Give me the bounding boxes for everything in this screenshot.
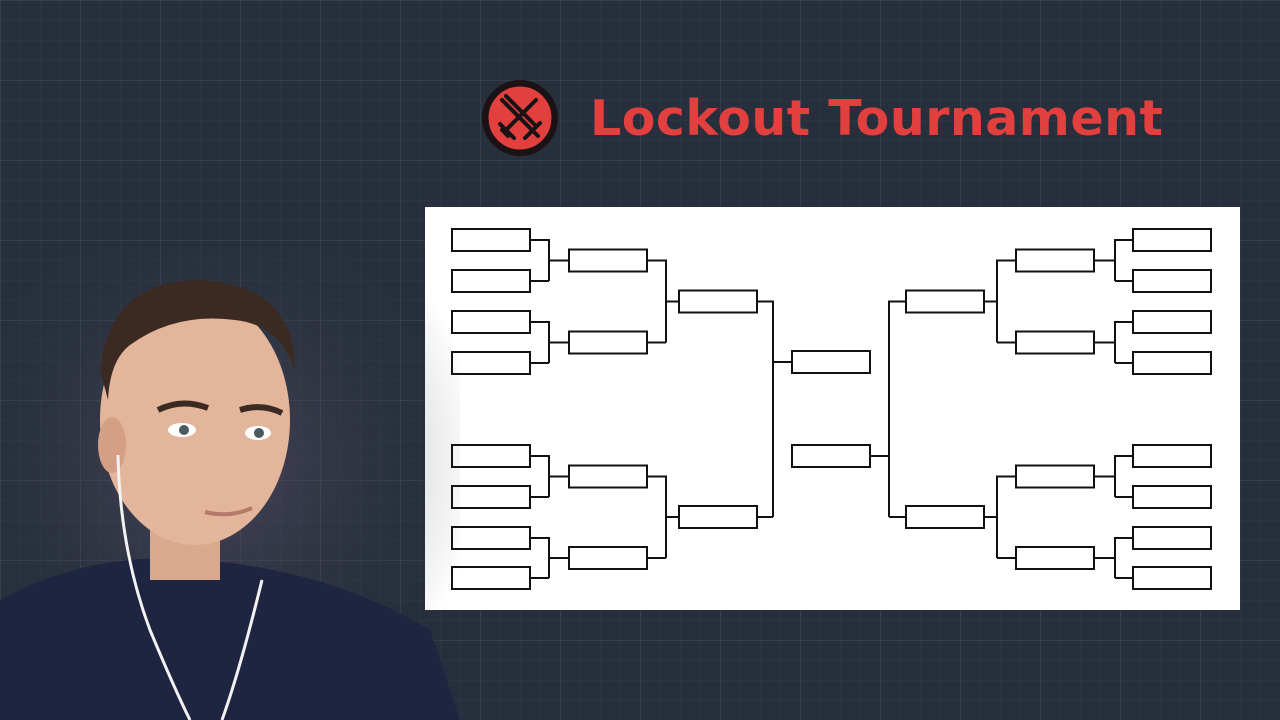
bracket-connector — [1094, 321, 1133, 364]
bracket-slot-left-sf-1[interactable] — [678, 289, 758, 314]
bracket-slot-left-r16-2[interactable] — [451, 269, 531, 293]
bracket-slot-left-qf-3[interactable] — [568, 464, 648, 489]
bracket-slot-right-sf-2[interactable] — [905, 505, 985, 529]
bracket-connector — [1094, 537, 1133, 579]
bracket-connector — [530, 239, 569, 282]
bracket-slot-final-1[interactable] — [791, 350, 871, 374]
bracket-slot-left-r16-8[interactable] — [451, 566, 531, 590]
bracket-slot-left-qf-2[interactable] — [568, 330, 648, 355]
bracket-slot-right-r16-3[interactable] — [1132, 310, 1212, 334]
bracket-slot-right-r16-7[interactable] — [1132, 526, 1212, 550]
crossed-swords-icon — [482, 80, 558, 156]
bracket-slot-left-qf-1[interactable] — [568, 248, 648, 273]
bracket-connector — [647, 475, 679, 559]
bracket-slot-right-qf-2[interactable] — [1015, 330, 1095, 355]
bracket-slot-right-qf-4[interactable] — [1015, 546, 1095, 570]
bracket-slot-right-qf-1[interactable] — [1015, 248, 1095, 273]
bracket-connector — [1094, 455, 1133, 498]
page-title: Lockout Tournament — [590, 89, 1164, 147]
bracket-slot-left-r16-7[interactable] — [451, 526, 531, 550]
bracket-slot-final-2[interactable] — [791, 444, 871, 468]
bracket-slot-left-r16-6[interactable] — [451, 485, 531, 509]
bracket-connector — [984, 475, 1016, 559]
bracket-connector — [1094, 239, 1133, 282]
bracket-connector — [984, 259, 1016, 344]
tournament-bracket — [451, 228, 1212, 590]
bracket-connector — [530, 537, 569, 579]
bracket-slot-right-sf-1[interactable] — [905, 289, 985, 314]
bracket-connector — [530, 455, 569, 498]
bracket-connector — [870, 300, 906, 518]
bracket-slot-right-qf-3[interactable] — [1015, 464, 1095, 489]
bracket-slot-left-qf-4[interactable] — [568, 546, 648, 570]
bracket-slot-right-r16-6[interactable] — [1132, 485, 1212, 509]
bracket-slot-right-r16-4[interactable] — [1132, 351, 1212, 375]
bracket-slot-left-r16-1[interactable] — [451, 228, 531, 252]
bracket-slot-right-r16-5[interactable] — [1132, 444, 1212, 468]
bracket-connector — [530, 321, 569, 364]
bracket-slot-right-r16-8[interactable] — [1132, 566, 1212, 590]
bracket-connector — [647, 259, 679, 344]
bracket-slot-right-r16-2[interactable] — [1132, 269, 1212, 293]
bracket-slot-left-r16-4[interactable] — [451, 351, 531, 375]
bracket-slot-left-sf-2[interactable] — [678, 505, 758, 529]
bracket-connector — [757, 300, 792, 518]
bracket-slot-left-r16-5[interactable] — [451, 444, 531, 468]
bracket-slot-left-r16-3[interactable] — [451, 310, 531, 334]
presenter-avatar — [0, 250, 460, 720]
bracket-panel — [425, 207, 1240, 610]
title-group: Lockout Tournament — [480, 78, 1163, 158]
bracket-slot-right-r16-1[interactable] — [1132, 228, 1212, 252]
